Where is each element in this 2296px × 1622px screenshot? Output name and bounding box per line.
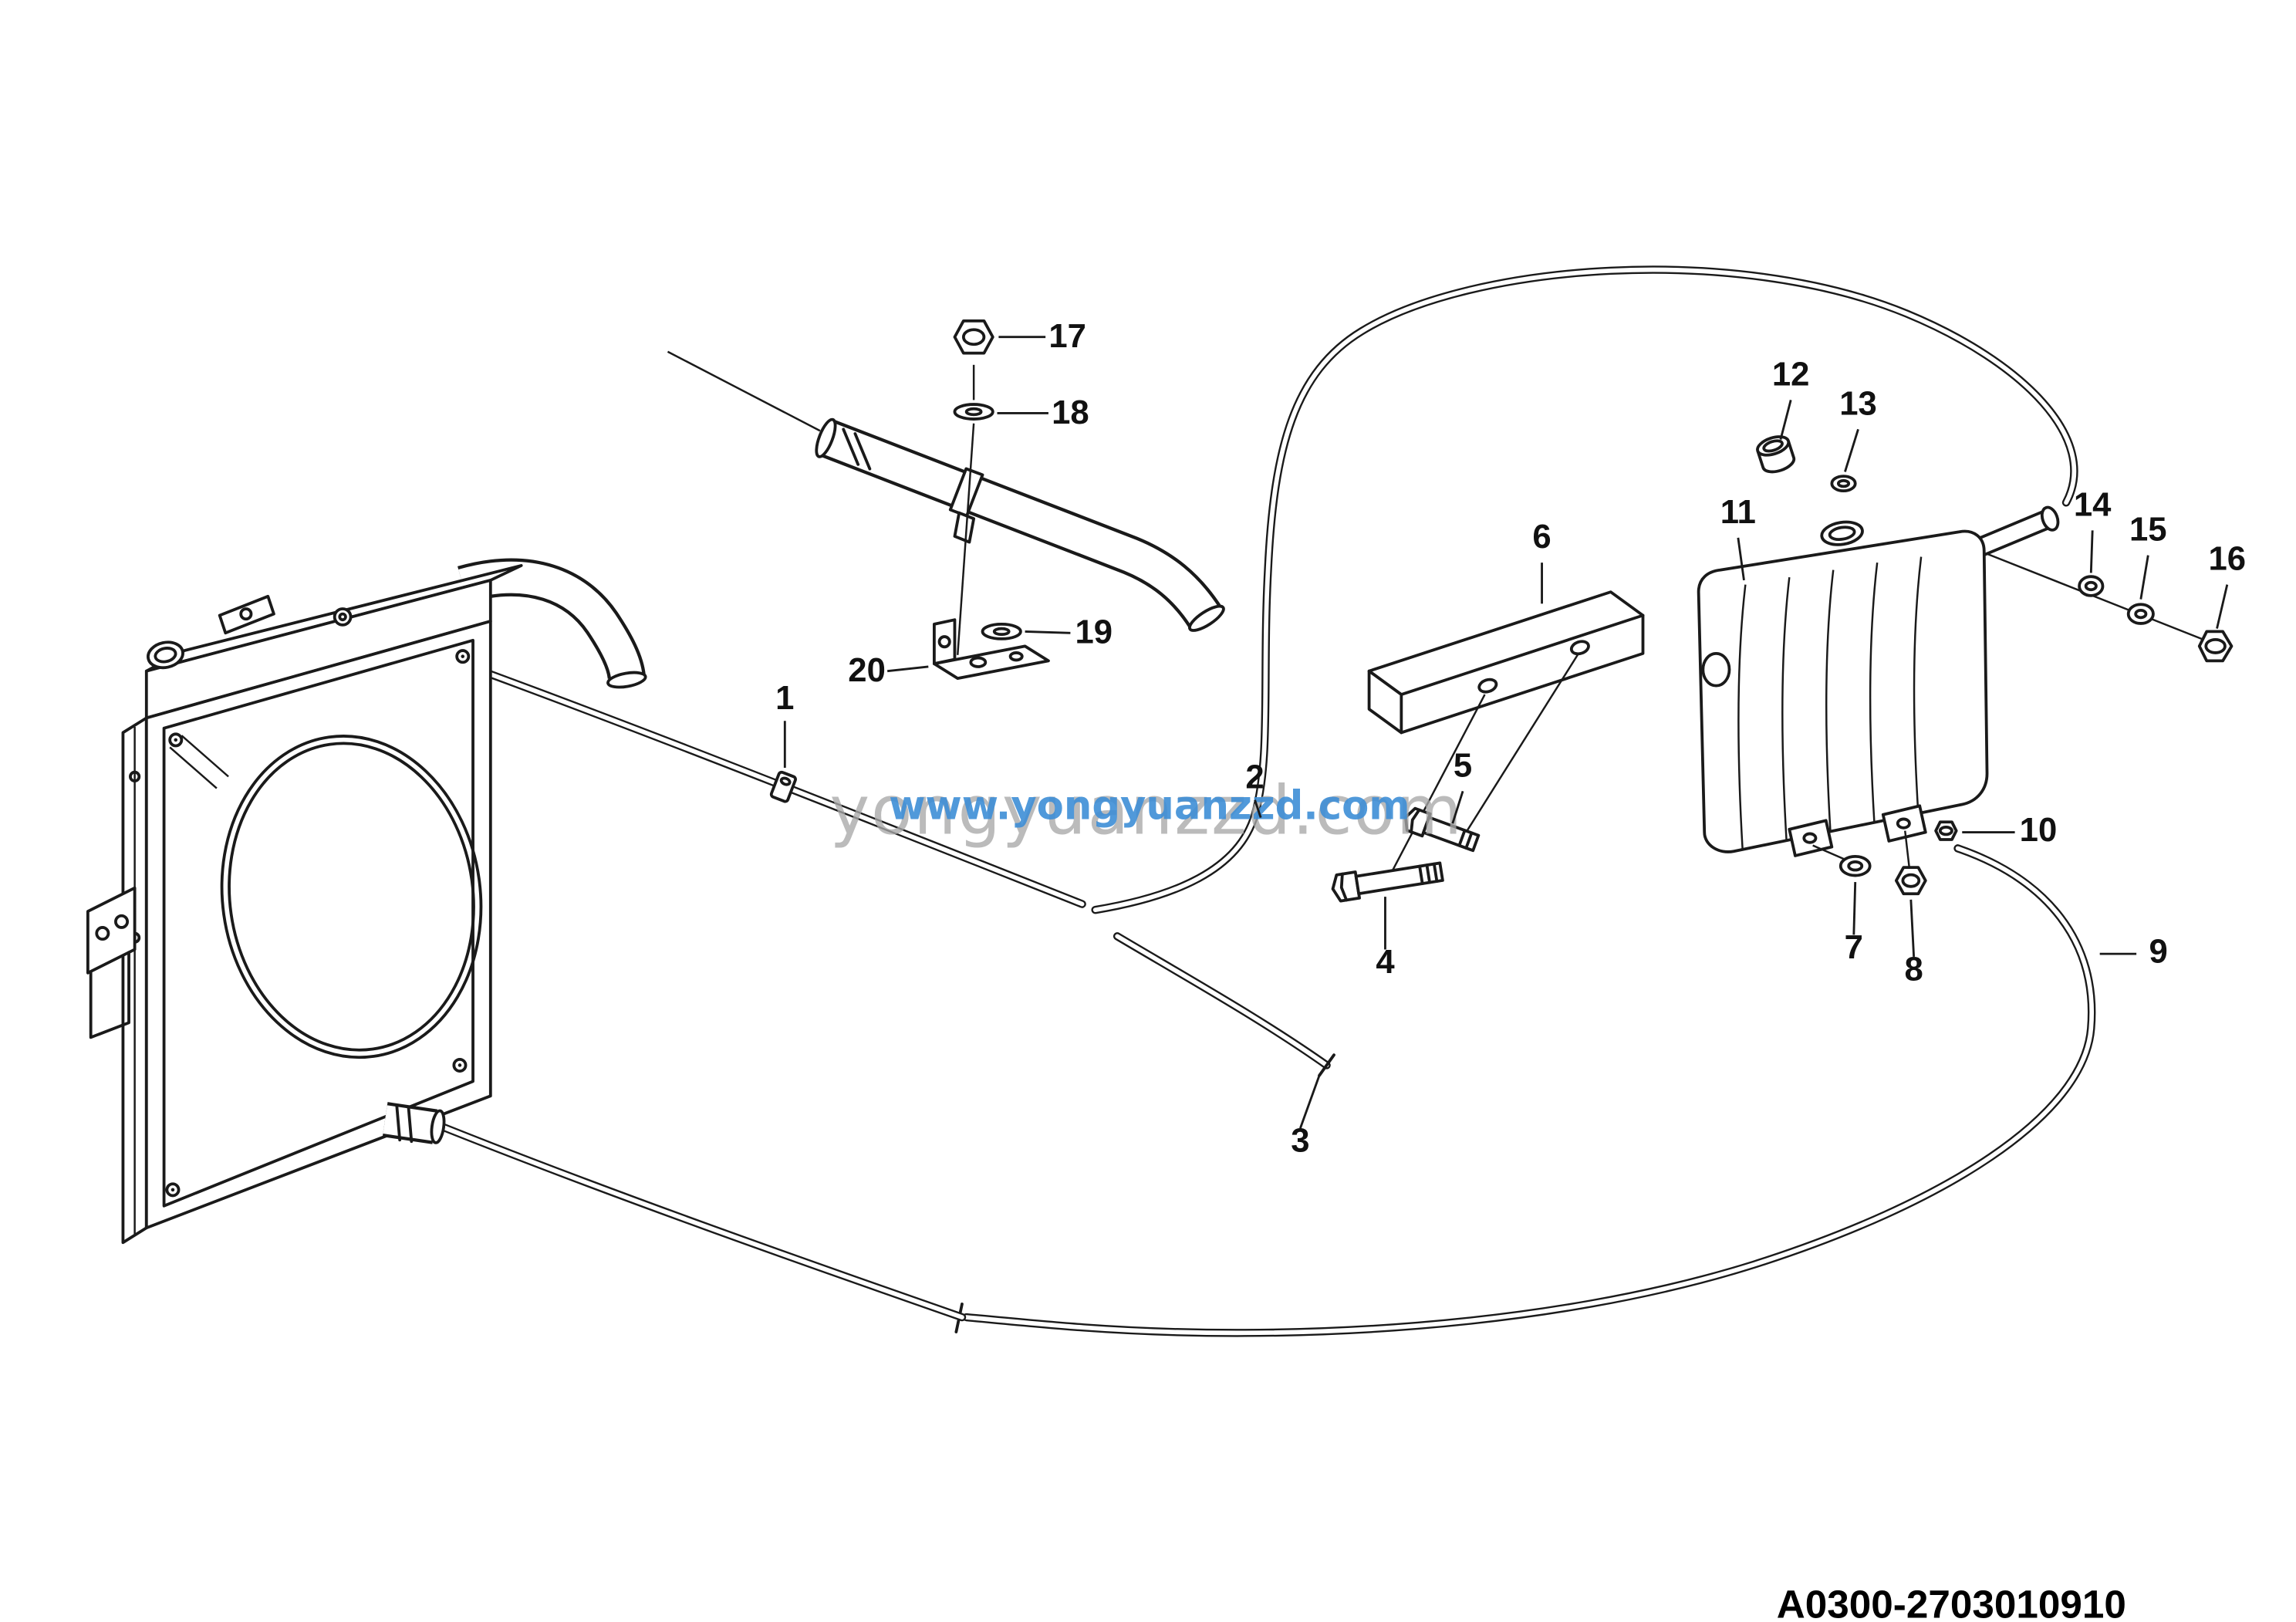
callout-leader-7 — [1852, 882, 1857, 935]
washer-18 — [953, 403, 994, 421]
callout-1: 1 — [775, 679, 794, 717]
tank-mount-tab-a — [1788, 819, 1834, 857]
radiator-top-bracket — [218, 594, 275, 635]
washer-14 — [2078, 575, 2105, 597]
callout-leader-8 — [1909, 899, 1916, 958]
watermark-main: yongyuanzzd.com — [829, 771, 1463, 850]
callout-3: 3 — [1291, 1121, 1309, 1159]
callout-leader-5 — [1451, 790, 1464, 824]
callout-12: 12 — [1772, 355, 1810, 393]
radiator-bottom-hose — [437, 1122, 967, 1322]
callout-leader-3 — [1299, 1075, 1321, 1129]
clip-1 — [769, 770, 797, 803]
callout-4: 4 — [1376, 943, 1395, 981]
hose-9-loop-bottom — [954, 844, 2096, 1337]
nut-17 — [953, 319, 994, 355]
bolt-4 — [1331, 861, 1444, 903]
expansion-tank — [1697, 505, 2060, 857]
callout-10: 10 — [2020, 811, 2058, 849]
nut-10 — [1934, 820, 1958, 841]
radiator-bottom-outlet — [382, 1102, 446, 1144]
pipe-mount-hardware — [933, 319, 1050, 681]
callout-leader-2 — [1254, 799, 1262, 818]
tank-mount-tab-b — [1881, 804, 1927, 843]
bracket-20 — [933, 618, 1050, 681]
coolant-pipe — [815, 417, 1225, 632]
washer-19 — [981, 623, 1022, 640]
overflow-fitting — [333, 607, 353, 627]
cap-12 — [1756, 435, 1796, 474]
watermark-sub: www.yongyuanzzd.com — [889, 782, 1410, 829]
tank-filler-neck — [1820, 520, 1864, 546]
nut-8 — [1894, 866, 1927, 896]
hose-piece-3 — [1113, 932, 1335, 1077]
callout-leader-15 — [2139, 555, 2149, 600]
callout-leader-16 — [2216, 584, 2229, 629]
hose-2-loop-top — [1091, 265, 2078, 914]
callout-18: 18 — [1052, 394, 1089, 431]
callout-20: 20 — [848, 651, 886, 689]
callout-leader-19 — [1025, 630, 1071, 634]
callout-leader-13 — [1844, 428, 1859, 472]
callout-16: 16 — [2209, 540, 2247, 578]
callout-7: 7 — [1845, 928, 1863, 966]
callout-leader-12 — [1779, 400, 1792, 441]
bolt-5 — [1403, 806, 1481, 853]
upper-radiator-hose — [458, 558, 647, 689]
washer-15 — [2126, 603, 2155, 625]
callout-19: 19 — [1075, 613, 1113, 651]
callout-14: 14 — [2074, 485, 2112, 523]
pipe-boundary-line — [667, 350, 821, 432]
callout-8: 8 — [1904, 950, 1923, 988]
washer-7 — [1838, 854, 1872, 877]
washer-13 — [1830, 475, 1857, 493]
callout-leader-11 — [1737, 537, 1745, 581]
nut-16 — [2197, 630, 2234, 663]
bracket-6 — [1367, 590, 1645, 735]
callout-6: 6 — [1532, 518, 1551, 556]
tank-boss — [1701, 651, 1731, 688]
callout-5: 5 — [1454, 746, 1472, 784]
watermark: yongyuanzzd.com www.yongyuanzzd.com — [829, 771, 1463, 850]
callout-9: 9 — [2149, 933, 2167, 971]
callout-17: 17 — [1048, 317, 1086, 355]
fan-shroud-opening — [220, 735, 483, 1059]
part-code: A0300-2703010910 — [1777, 1582, 2126, 1622]
callout-2: 2 — [1245, 759, 1264, 796]
radiator-filler-neck — [147, 640, 184, 670]
callout-leader-20 — [887, 665, 929, 673]
callout-13: 13 — [1839, 384, 1877, 422]
callout-leader-14 — [2089, 530, 2094, 573]
radiator-side-bracket — [86, 886, 137, 1039]
radiator-drawing — [86, 558, 647, 1245]
callout-11: 11 — [1720, 493, 1756, 531]
callout-15: 15 — [2129, 511, 2167, 549]
